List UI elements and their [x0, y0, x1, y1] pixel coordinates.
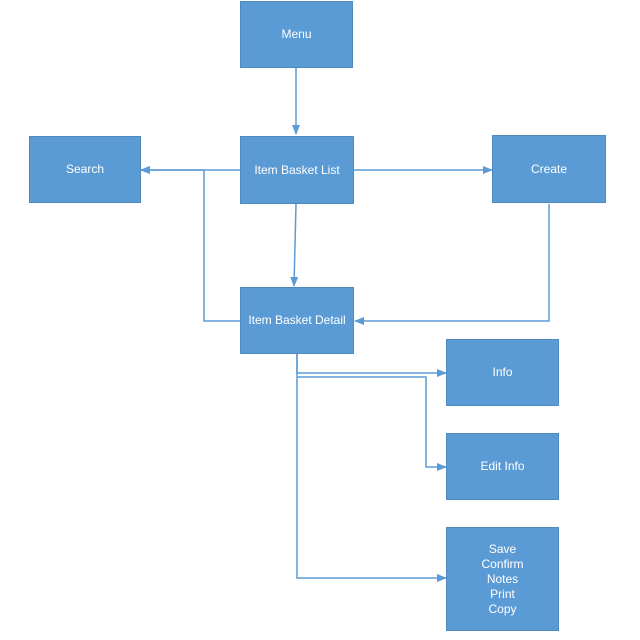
node-edit-info[interactable]: Edit Info: [446, 433, 559, 500]
edge-list-to-detail: [290, 203, 299, 287]
node-actions[interactable]: Save Confirm Notes Print Copy: [446, 527, 559, 631]
edge-detail-to-actions: [296, 354, 447, 582]
action-confirm: Confirm: [481, 556, 524, 571]
action-notes: Notes: [486, 571, 519, 586]
node-menu-label: Menu: [281, 27, 312, 41]
node-item-basket-list[interactable]: Item Basket List: [240, 136, 354, 204]
node-info[interactable]: Info: [446, 339, 559, 406]
edge-detail-to-info: [296, 354, 447, 377]
node-item-basket-list-label: Item Basket List: [254, 162, 340, 177]
edge-detail-to-editinfo: [297, 376, 447, 471]
node-item-basket-detail[interactable]: Item Basket Detail: [240, 287, 354, 354]
node-search-label: Search: [65, 162, 105, 176]
node-item-basket-detail-label: Item Basket Detail: [248, 313, 346, 327]
action-print: Print: [490, 586, 515, 601]
action-save: Save: [488, 541, 517, 556]
edge-create-to-detail: [354, 204, 550, 325]
action-copy: Copy: [488, 601, 517, 616]
node-menu[interactable]: Menu: [240, 1, 353, 68]
node-info-label: Info: [492, 365, 513, 379]
node-search[interactable]: Search: [29, 136, 141, 203]
node-create[interactable]: Create: [492, 135, 606, 203]
edge-detail-to-search: [140, 166, 240, 322]
node-create-label: Create: [530, 161, 568, 176]
node-edit-info-label: Edit Info: [480, 459, 525, 473]
